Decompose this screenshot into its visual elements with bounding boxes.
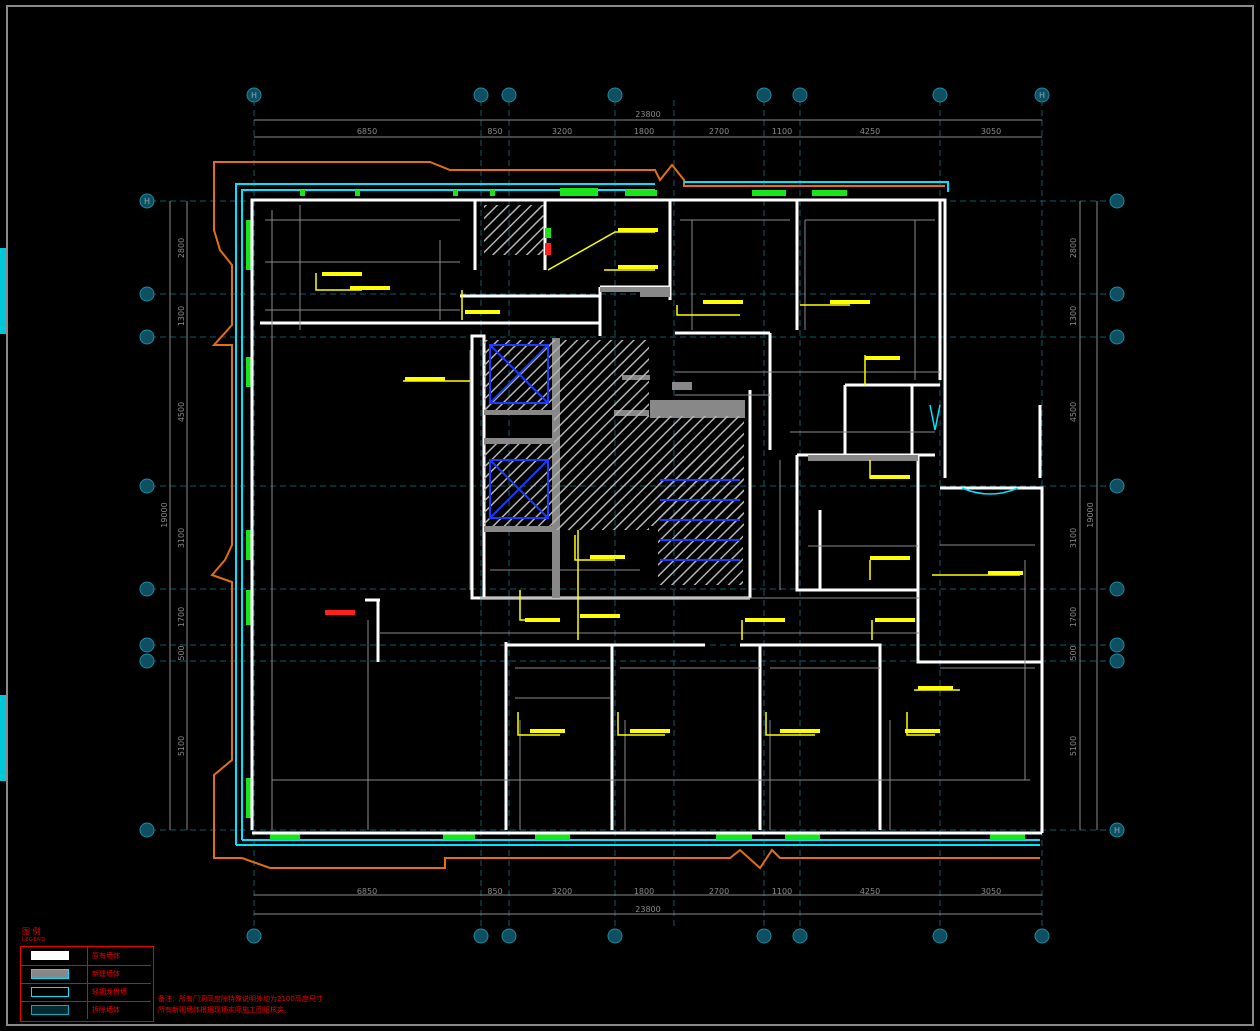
- bottom-dim: 2700: [709, 887, 729, 896]
- grid-bubble-label: H: [1114, 826, 1120, 835]
- legend-label: 原有墙体: [87, 947, 120, 965]
- right-dim: 3100: [1069, 528, 1078, 548]
- legend-swatch-light-steel: [31, 987, 69, 997]
- note-line: 所有新砌墙体根据现场实际施工图纸核实。: [158, 1006, 291, 1014]
- dimension-lines: [169, 119, 1098, 915]
- legend-swatch-existing: [31, 951, 69, 960]
- top-dim: 850: [487, 127, 502, 136]
- bottom-dim: 1100: [772, 887, 792, 896]
- legend-label: 新建墙体: [87, 965, 120, 983]
- balcony-outline: [210, 161, 1040, 870]
- right-dim: 500: [1069, 645, 1078, 660]
- grid-bubble-label: H: [144, 197, 150, 206]
- right-dim: 2800: [1069, 238, 1078, 258]
- legend-swatch-new: [31, 969, 69, 979]
- legend-title: 图 例: [22, 927, 41, 936]
- legend-row: 新建墙体: [21, 965, 151, 984]
- legend-swatch-demolish: [31, 1005, 69, 1015]
- top-dim: 6850: [357, 127, 377, 136]
- right-dim: 5100: [1069, 736, 1078, 756]
- grid-bubble-label: H: [1039, 91, 1045, 100]
- bottom-dimension-labels: 6850 850 3200 1800 2700 1100 4250 3050 2…: [357, 887, 1001, 914]
- interior-dimensions: [265, 205, 1035, 830]
- right-total-dim: 19000: [1086, 502, 1095, 527]
- top-dim: 1800: [634, 127, 654, 136]
- door-swings: [929, 404, 1019, 495]
- bottom-total-dim: 23800: [635, 905, 660, 914]
- red-tags: [325, 243, 551, 615]
- right-dim: 4500: [1069, 402, 1078, 422]
- top-total-dim: 23800: [635, 110, 660, 119]
- left-dim: 500: [177, 645, 186, 660]
- left-dim: 2800: [177, 238, 186, 258]
- windows: [246, 188, 1025, 840]
- left-dim: 1700: [177, 607, 186, 627]
- grid-bubble-label: H: [251, 91, 257, 100]
- top-dimension-labels: 23800 6850 850 3200 1800 2700 1100 4250 …: [357, 110, 1001, 136]
- top-dim: 3200: [552, 127, 572, 136]
- shaft-markers: [489, 344, 740, 561]
- bottom-dim: 850: [487, 887, 502, 896]
- left-dim: 5100: [177, 736, 186, 756]
- drawing-frame: [6, 5, 1254, 1026]
- right-dim: 1700: [1069, 607, 1078, 627]
- grid-bubble-letters: H H H H: [144, 91, 1120, 835]
- left-dim: 3100: [177, 528, 186, 548]
- legend-row: 轻钢龙骨墙: [21, 983, 151, 1002]
- callout-labels: [322, 228, 1023, 733]
- left-accent-bar-top: [0, 248, 6, 334]
- right-dim: 1300: [1069, 306, 1078, 326]
- grid-bubbles: [139, 87, 1125, 944]
- left-dim: 1300: [177, 306, 186, 326]
- legend-table: 原有墙体 新建墙体 轻钢龙骨墙 拆除墙体: [20, 946, 154, 1022]
- top-dim: 1100: [772, 127, 792, 136]
- bottom-dim: 3050: [981, 887, 1001, 896]
- legend-note: 备注：所有门洞高度除特殊说明外均为2100高度尺寸 所有新砌墙体根据现场实际施工…: [158, 994, 323, 1016]
- bottom-dim: 6850: [357, 887, 377, 896]
- legend-label: 拆除墙体: [87, 1001, 120, 1019]
- bottom-dim: 1800: [634, 887, 654, 896]
- note-line: 备注：所有门洞高度除特殊说明外均为2100高度尺寸: [158, 995, 323, 1003]
- right-dimension-labels: 19000 2800 1300 4500 3100 1700 500 5100: [1069, 238, 1095, 756]
- legend-subtitle: LEGEND: [22, 937, 46, 943]
- top-dim: 4250: [860, 127, 880, 136]
- top-dim: 2700: [709, 127, 729, 136]
- legend-label: 轻钢龙骨墙: [87, 983, 127, 1001]
- left-dim: 4500: [177, 402, 186, 422]
- green-tag: [545, 228, 551, 238]
- bottom-dim: 4250: [860, 887, 880, 896]
- glass-walls: [235, 181, 1040, 846]
- left-total-dim: 19000: [160, 502, 169, 527]
- legend-row: 原有墙体: [21, 947, 151, 966]
- bottom-dim: 3200: [552, 887, 572, 896]
- left-dimension-labels: 19000 2800 1300 4500 3100 1700 500 5100: [160, 238, 186, 756]
- left-accent-bar-bottom: [0, 695, 6, 781]
- top-dim: 3050: [981, 127, 1001, 136]
- legend-row: 拆除墙体: [21, 1001, 151, 1019]
